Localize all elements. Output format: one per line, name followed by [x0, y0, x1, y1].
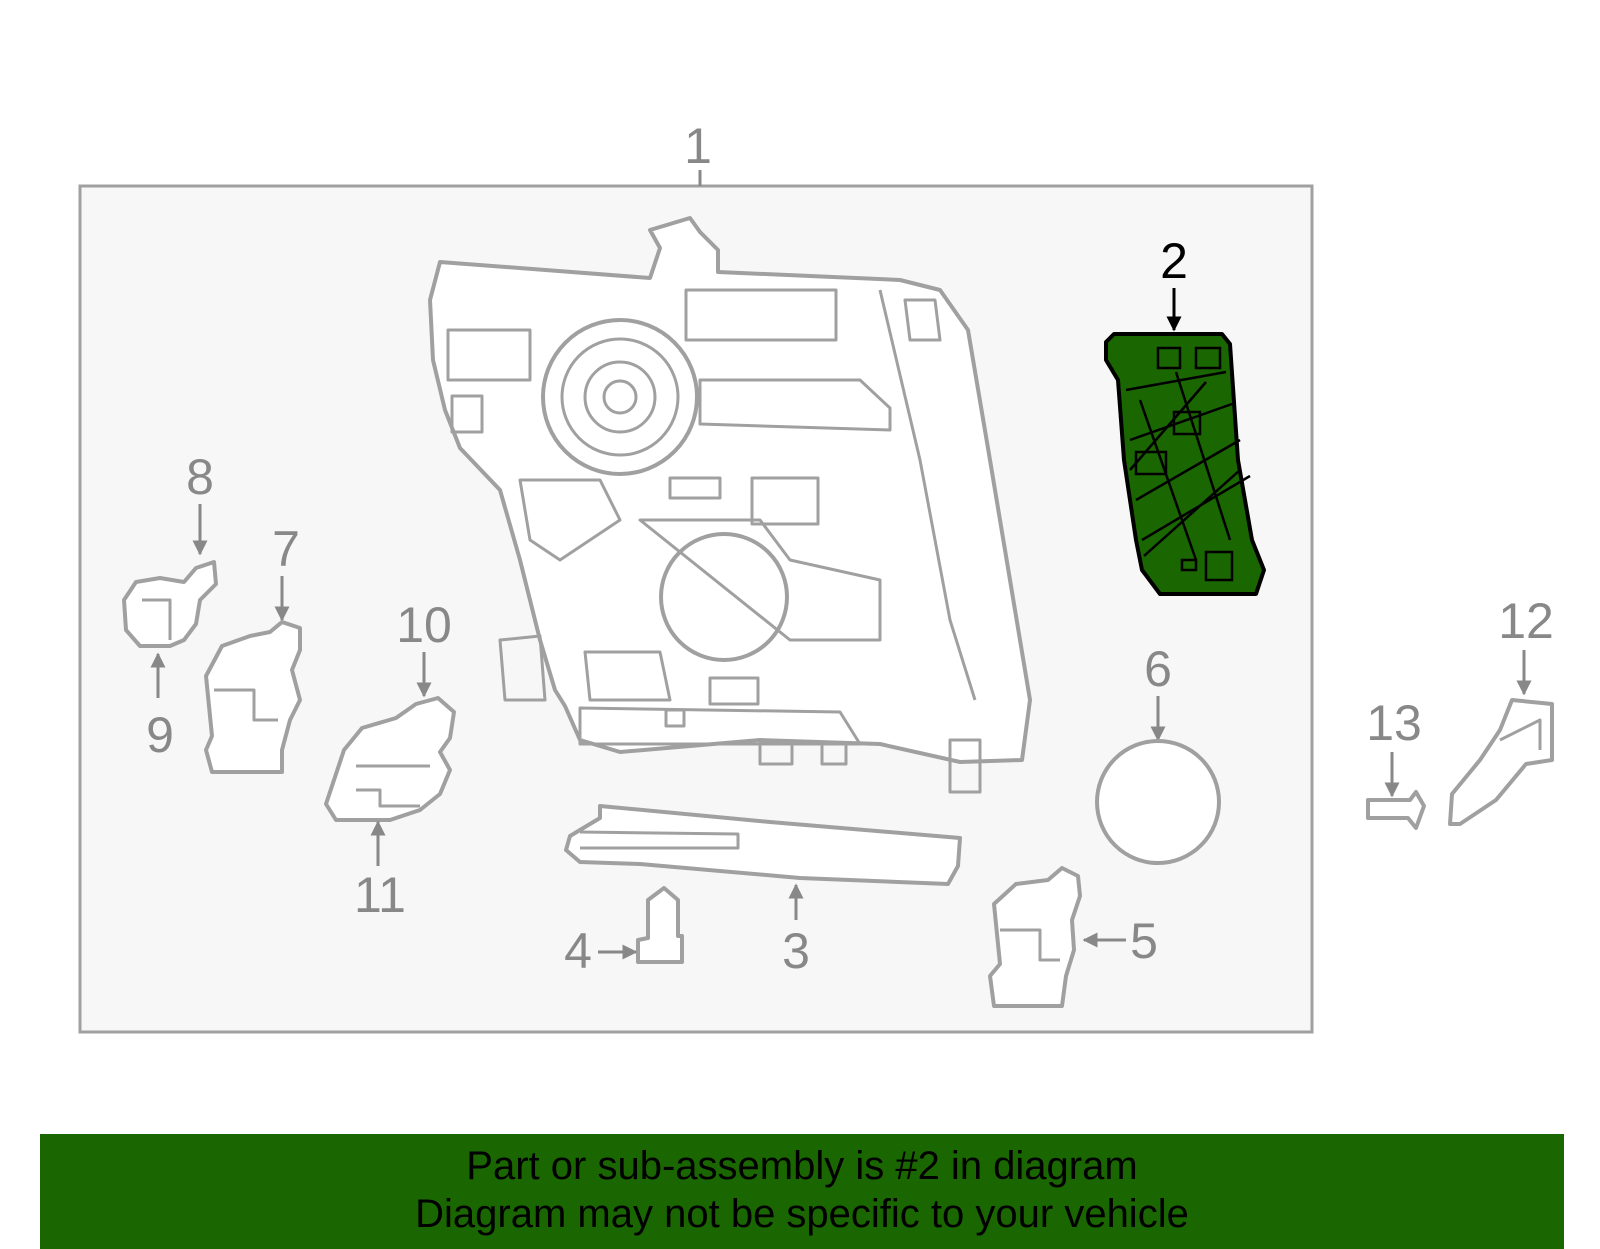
callout-2[interactable]: 2	[1160, 233, 1188, 289]
callout-13[interactable]: 13	[1366, 695, 1422, 751]
headlamp-housing-part-1[interactable]	[428, 216, 1032, 794]
banner-line-1: Part or sub-assembly is #2 in diagram	[466, 1144, 1138, 1188]
banner-line-2: Diagram may not be specific to your vehi…	[415, 1192, 1189, 1236]
clip-part-4[interactable]	[636, 886, 684, 964]
bulb-socket-part-7[interactable]	[204, 620, 302, 774]
callout-9[interactable]: 9	[146, 707, 174, 763]
callout-10[interactable]: 10	[396, 597, 452, 653]
callout-3[interactable]: 3	[782, 923, 810, 979]
callout-1[interactable]: 1	[684, 118, 712, 174]
bracket-part-12[interactable]	[1448, 698, 1554, 826]
cap-part-6[interactable]	[1095, 739, 1221, 865]
callout-12[interactable]: 12	[1498, 593, 1554, 649]
info-banner: Part or sub-assembly is #2 in diagram Di…	[40, 1134, 1564, 1249]
callout-6[interactable]: 6	[1144, 641, 1172, 697]
callout-8[interactable]: 8	[186, 449, 214, 505]
callout-5[interactable]: 5	[1130, 913, 1158, 969]
bulb-socket-part-10[interactable]	[324, 696, 456, 822]
lower-bracket-part-3[interactable]	[564, 804, 962, 886]
callout-7[interactable]: 7	[272, 521, 300, 577]
callout-4[interactable]: 4	[564, 923, 592, 979]
bulb-socket-part-5[interactable]	[988, 866, 1082, 1008]
bulb-part-8[interactable]	[122, 560, 218, 648]
pin-part-13[interactable]	[1366, 790, 1426, 830]
callout-11[interactable]: 11	[354, 867, 406, 923]
bracket-part-2-highlighted[interactable]	[1104, 332, 1266, 596]
